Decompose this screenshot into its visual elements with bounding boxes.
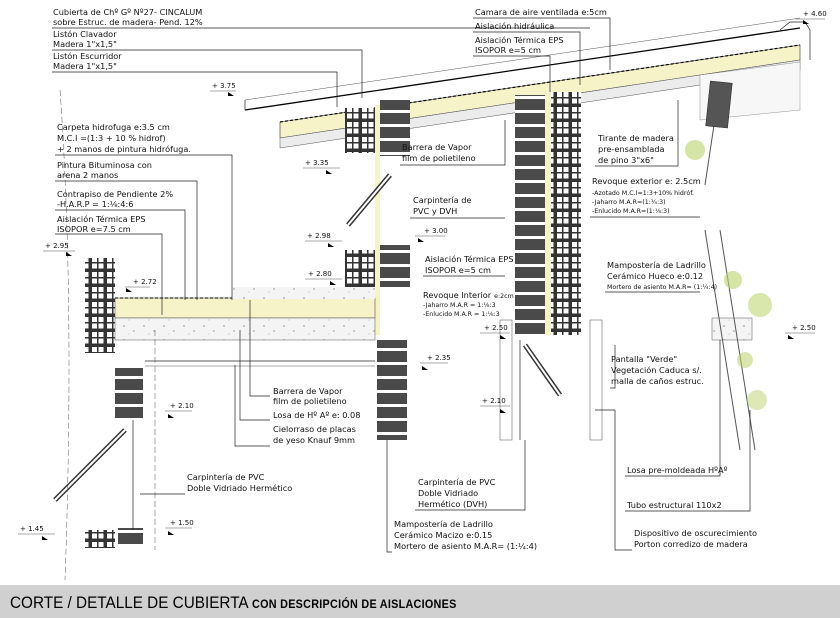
level-2-98: + 2.98: [305, 232, 342, 247]
walls: [85, 90, 603, 548]
svg-text:+ 2.98: + 2.98: [307, 232, 331, 240]
level-2-95: + 2.95: [43, 242, 75, 256]
svg-text:+ 3.35: + 3.35: [305, 159, 329, 167]
svg-text:+ 3.00: + 3.00: [424, 227, 448, 235]
leader-lines: [52, 17, 751, 553]
level-3-75: + 3.75: [210, 82, 236, 96]
svg-text:+ 2.50: + 2.50: [792, 324, 816, 332]
label-tubo: Tubo estructural 110x2: [626, 500, 722, 510]
level-1-50: + 1.50: [165, 519, 194, 535]
label-losa-premoldeada: Losa pre-moldeada HºAº: [627, 465, 728, 475]
level-2-35: + 2.35: [420, 354, 451, 370]
svg-text:+ 3.75: + 3.75: [212, 82, 236, 90]
label-aislacion-hidraulica: Aislación hidráulica: [475, 21, 554, 31]
label-camara: Camara de aire ventilada e:5cm: [475, 7, 607, 17]
level-3-00: + 3.00: [415, 227, 448, 242]
level-2-10-center: + 2.10: [480, 397, 510, 413]
caption-subtitle: CON DESCRIPCIÓN DE AISLACIONES: [252, 597, 457, 611]
label-revoque-exterior: Revoque exterior e: 2.5cm-Azotado M.C.I=…: [592, 176, 701, 215]
level-2-80: + 2.80: [305, 270, 342, 285]
label-losa: Losa de Hº Aº e: 0.08: [273, 410, 360, 420]
level-4-60: + 4.60: [795, 10, 827, 24]
level-2-50-center: + 2.50: [480, 324, 510, 339]
svg-text:+ 2.80: + 2.80: [308, 270, 332, 278]
svg-text:+ 2.95: + 2.95: [45, 242, 69, 250]
caption-title: CORTE / DETALLE DE CUBIERTA CON DESCRIPC…: [10, 593, 457, 613]
svg-text:+ 4.60: + 4.60: [803, 10, 827, 18]
green-screen: [685, 80, 772, 451]
svg-text:+ 2.72: + 2.72: [133, 278, 157, 286]
level-2-10-left: + 2.10: [165, 402, 194, 418]
level-2-72: + 2.72: [125, 278, 157, 292]
label-pantalla-verde: Pantalla "Verde"Vegetación Caduca s/.mal…: [611, 354, 704, 386]
windows: [53, 89, 563, 581]
svg-text:+ 1.45: + 1.45: [20, 525, 44, 533]
slab: [114, 287, 753, 367]
level-marks: + 3.75 + 4.60 + 2.95 + 2.72 + 3.35 + 2.9…: [18, 10, 827, 540]
level-2-50-right: + 2.50: [785, 324, 816, 339]
level-1-45: + 1.45: [18, 525, 55, 540]
caption-main: CORTE / DETALLE DE CUBIERTA: [10, 593, 248, 612]
label-contrapiso: Contrapiso de Pendiente 2%-H.A.R.P = 1:⅛…: [57, 189, 173, 209]
svg-text:+ 2.10: + 2.10: [170, 402, 194, 410]
svg-text:+ 2.10: + 2.10: [482, 397, 506, 405]
svg-text:+ 2.50: + 2.50: [484, 324, 508, 332]
caption-bar: CORTE / DETALLE DE CUBIERTA CON DESCRIPC…: [0, 585, 840, 618]
svg-text:+ 1.50: + 1.50: [170, 519, 194, 527]
level-3-35: + 3.35: [303, 159, 340, 174]
svg-text:+ 2.35: + 2.35: [427, 354, 451, 362]
